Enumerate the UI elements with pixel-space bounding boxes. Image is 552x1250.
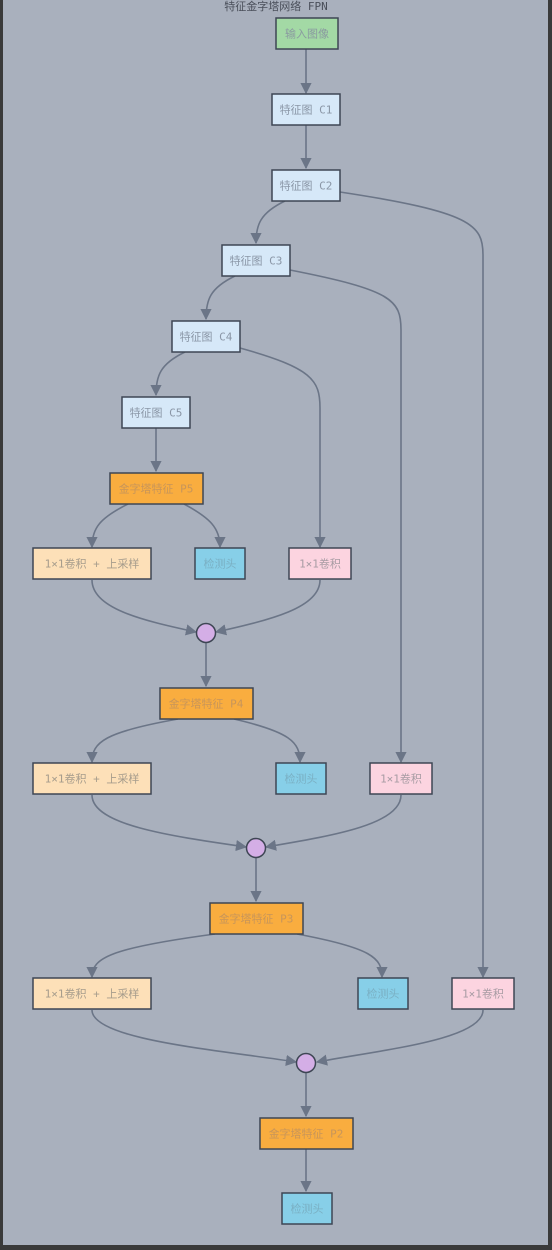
node-up5-label: 1×1卷积 + 上采样 xyxy=(45,557,140,571)
merge-nodes xyxy=(195,622,317,1074)
node-det2-label: 检测头 xyxy=(291,1202,324,1216)
edges xyxy=(86,49,489,1193)
edge-p5-up5 xyxy=(86,503,129,549)
node-det5-label: 检测头 xyxy=(204,557,237,571)
node-lat3[interactable]: 1×1卷积 xyxy=(369,762,433,795)
node-c5-label: 特征图 C5 xyxy=(130,406,183,420)
edge-c4-c5 xyxy=(150,351,186,397)
node-p5-label: 金字塔特征 P5 xyxy=(119,482,194,496)
node-p4[interactable]: 金字塔特征 P4 xyxy=(159,687,254,720)
node-lat3-label: 1×1卷积 xyxy=(380,772,422,786)
edge-up5-merge xyxy=(91,579,198,636)
node-c2[interactable]: 特征图 C2 xyxy=(271,169,341,202)
node-p2[interactable]: 金字塔特征 P2 xyxy=(259,1117,354,1150)
node-lat4-label: 1×1卷积 xyxy=(299,557,341,571)
edge-lat3-merge xyxy=(264,794,402,851)
node-c3-label: 特征图 C3 xyxy=(230,254,283,268)
merge-node-p4 xyxy=(195,622,217,644)
edge-p4-det4 xyxy=(233,718,306,764)
node-up4-label: 1×1卷积 + 上采样 xyxy=(45,772,140,786)
edge-c4-lat4 xyxy=(239,347,326,549)
edge-p3-up3 xyxy=(86,933,216,979)
edge-c3-c4 xyxy=(200,275,236,321)
node-det3[interactable]: 检测头 xyxy=(357,977,409,1010)
edge-lat4-merge xyxy=(214,579,321,636)
node-c1[interactable]: 特征图 C1 xyxy=(271,93,341,126)
edge-p5-det5 xyxy=(183,503,226,549)
node-c4-label: 特征图 C4 xyxy=(180,330,233,344)
node-c5[interactable]: 特征图 C5 xyxy=(121,396,191,429)
edge-p3-det3 xyxy=(296,933,388,979)
node-lat2-label: 1×1卷积 xyxy=(462,987,504,1001)
node-c3[interactable]: 特征图 C3 xyxy=(221,244,291,277)
node-det4-label: 检测头 xyxy=(285,772,318,786)
node-p3[interactable]: 金字塔特征 P3 xyxy=(209,902,304,935)
node-lat2[interactable]: 1×1卷积 xyxy=(451,977,515,1010)
edge-c2-lat2 xyxy=(339,191,489,979)
edge-up4-merge xyxy=(91,794,248,852)
node-lat4[interactable]: 1×1卷积 xyxy=(288,547,352,580)
node-up3-label: 1×1卷积 + 上采样 xyxy=(45,987,140,1001)
diagram-title: 特征金字塔网络 FPN xyxy=(224,0,328,13)
edge-p4-up4 xyxy=(86,718,179,764)
edge-up3-merge xyxy=(91,1009,298,1066)
merge-node-p3 xyxy=(245,837,267,859)
node-det4[interactable]: 检测头 xyxy=(275,762,327,795)
edge-lat2-merge xyxy=(315,1009,484,1066)
node-p4-label: 金字塔特征 P4 xyxy=(169,697,244,711)
node-up5[interactable]: 1×1卷积 + 上采样 xyxy=(32,547,152,580)
node-c4[interactable]: 特征图 C4 xyxy=(171,320,241,353)
diagram-canvas xyxy=(3,0,548,1245)
node-up4[interactable]: 1×1卷积 + 上采样 xyxy=(32,762,152,795)
node-p2-label: 金字塔特征 P2 xyxy=(269,1127,344,1141)
node-det5[interactable]: 检测头 xyxy=(194,547,246,580)
node-input[interactable]: 输入图像 xyxy=(275,17,339,50)
node-det3-label: 检测头 xyxy=(367,987,400,1001)
node-p5[interactable]: 金字塔特征 P5 xyxy=(109,472,204,505)
node-up3[interactable]: 1×1卷积 + 上采样 xyxy=(32,977,152,1010)
node-c1-label: 特征图 C1 xyxy=(280,103,333,117)
node-det2[interactable]: 检测头 xyxy=(281,1192,333,1225)
node-c2-label: 特征图 C2 xyxy=(280,179,333,193)
node-p3-label: 金字塔特征 P3 xyxy=(219,912,294,926)
node-input-label: 输入图像 xyxy=(285,27,329,41)
merge-node-p2 xyxy=(295,1052,317,1074)
edge-c3-lat3 xyxy=(289,269,407,764)
edge-c2-c3 xyxy=(250,200,286,245)
